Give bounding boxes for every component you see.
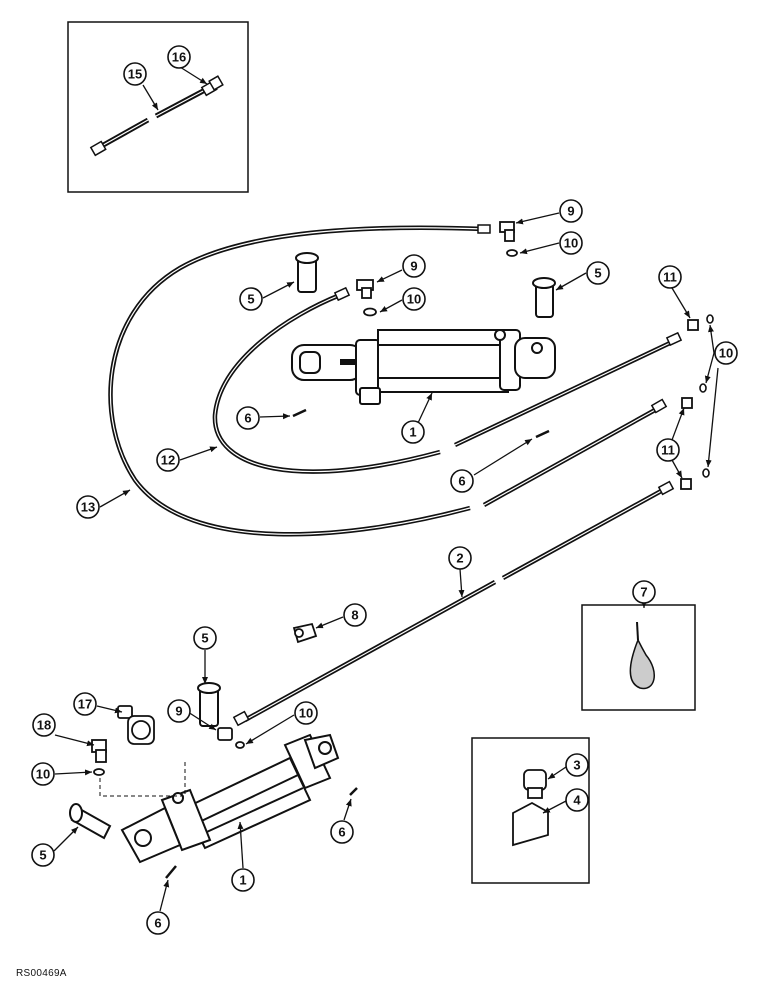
callout-7: 7 <box>632 580 656 604</box>
seal-ring-10-c3 <box>702 468 710 478</box>
callout-10-d: 10 <box>294 701 318 725</box>
svg-text:11: 11 <box>661 443 675 458</box>
svg-text:15: 15 <box>128 67 142 82</box>
fitting-9-c <box>217 727 233 741</box>
hose-12 <box>212 286 683 474</box>
dashed-connection <box>99 760 186 797</box>
svg-text:12: 12 <box>161 453 175 468</box>
adapter-11-b <box>681 397 693 409</box>
svg-text:9: 9 <box>410 259 417 274</box>
svg-text:17: 17 <box>78 697 92 712</box>
callout-8: 8 <box>343 603 367 627</box>
svg-text:5: 5 <box>39 848 46 863</box>
callout-2: 2 <box>448 546 472 570</box>
clip-8 <box>292 622 318 644</box>
svg-text:5: 5 <box>247 292 254 307</box>
callout-10-b: 10 <box>402 287 426 311</box>
svg-text:2: 2 <box>456 551 463 566</box>
callout-5-a: 5 <box>239 287 263 311</box>
seal-ring-10-a <box>506 249 518 257</box>
svg-text:8: 8 <box>351 608 358 623</box>
svg-text:16: 16 <box>172 50 186 65</box>
pin-5-b <box>532 277 556 318</box>
callout-10-e: 10 <box>31 762 55 786</box>
callout-9-c: 9 <box>167 699 191 723</box>
elbow-18 <box>91 739 107 763</box>
svg-text:9: 9 <box>567 204 574 219</box>
seal-ring-10-c2 <box>699 383 707 393</box>
pin-5-a <box>295 252 319 293</box>
svg-text:1: 1 <box>409 425 416 440</box>
svg-text:10: 10 <box>299 706 313 721</box>
hose-2 <box>232 480 675 727</box>
callout-6-c: 6 <box>330 820 354 844</box>
svg-text:10: 10 <box>36 767 50 782</box>
callout-17: 17 <box>73 692 97 716</box>
svg-text:9: 9 <box>175 704 182 719</box>
svg-text:11: 11 <box>663 270 677 285</box>
callout-15: 15 <box>123 62 147 86</box>
seal-ring-10-b <box>363 307 377 317</box>
svg-text:3: 3 <box>573 758 580 773</box>
callout-4: 4 <box>565 788 589 812</box>
svg-text:6: 6 <box>244 411 251 426</box>
callout-5-b: 5 <box>586 261 610 285</box>
seal-ring-10-c1 <box>706 314 714 324</box>
svg-text:6: 6 <box>458 474 465 489</box>
callout-18: 18 <box>32 713 56 737</box>
callout-12: 12 <box>156 448 180 472</box>
cotter-pin-6-c <box>349 787 358 796</box>
leader-lines <box>53 66 719 912</box>
adapter-11-a <box>687 319 699 331</box>
elbow-fitting-9-a <box>499 221 515 242</box>
svg-text:10: 10 <box>407 292 421 307</box>
callout-11-b: 11 <box>656 438 680 462</box>
cotter-pin-6-a <box>292 408 307 418</box>
inset-hose-assembly <box>67 21 249 193</box>
elbow-fitting-9-b <box>356 279 374 299</box>
inset-cap-bracket <box>471 737 590 884</box>
pin-5-c <box>197 682 221 727</box>
svg-text:10: 10 <box>564 236 578 251</box>
callout-3: 3 <box>565 753 589 777</box>
callout-6-b: 6 <box>450 469 474 493</box>
hose-13 <box>108 224 668 537</box>
callout-6-d: 6 <box>146 911 170 935</box>
callout-9-a: 9 <box>559 199 583 223</box>
callout-5-d: 5 <box>31 843 55 867</box>
callout-1-b: 1 <box>231 868 255 892</box>
callout-5-c: 5 <box>193 626 217 650</box>
pin-5-d <box>69 803 112 840</box>
svg-text:5: 5 <box>201 631 208 646</box>
callout-6-a: 6 <box>236 406 260 430</box>
svg-text:7: 7 <box>640 585 647 600</box>
svg-text:6: 6 <box>154 916 161 931</box>
callout-1-a: 1 <box>401 420 425 444</box>
callout-16: 16 <box>167 45 191 69</box>
callout-10-c: 10 <box>714 341 738 365</box>
callout-10-a: 10 <box>559 231 583 255</box>
svg-text:6: 6 <box>338 825 345 840</box>
hydraulic-cylinder-upper <box>291 329 556 405</box>
callout-11-a: 11 <box>658 265 682 289</box>
svg-text:18: 18 <box>37 718 51 733</box>
svg-text:4: 4 <box>573 793 581 808</box>
hydraulic-cylinder-lower <box>120 733 340 864</box>
svg-text:13: 13 <box>81 500 95 515</box>
adapter-11-c <box>680 478 692 490</box>
svg-text:1: 1 <box>239 873 246 888</box>
inset-strap <box>581 604 696 711</box>
svg-text:5: 5 <box>594 266 601 281</box>
cotter-pin-6-d <box>165 865 177 879</box>
callout-13: 13 <box>76 495 100 519</box>
valve-17 <box>117 705 155 745</box>
cotter-pin-6-b <box>535 429 550 439</box>
seal-ring-10-e <box>93 768 105 776</box>
callout-9-b: 9 <box>402 254 426 278</box>
figure-code: RS00469A <box>16 968 67 979</box>
svg-text:10: 10 <box>719 346 733 361</box>
seal-ring-10-d <box>235 741 245 749</box>
